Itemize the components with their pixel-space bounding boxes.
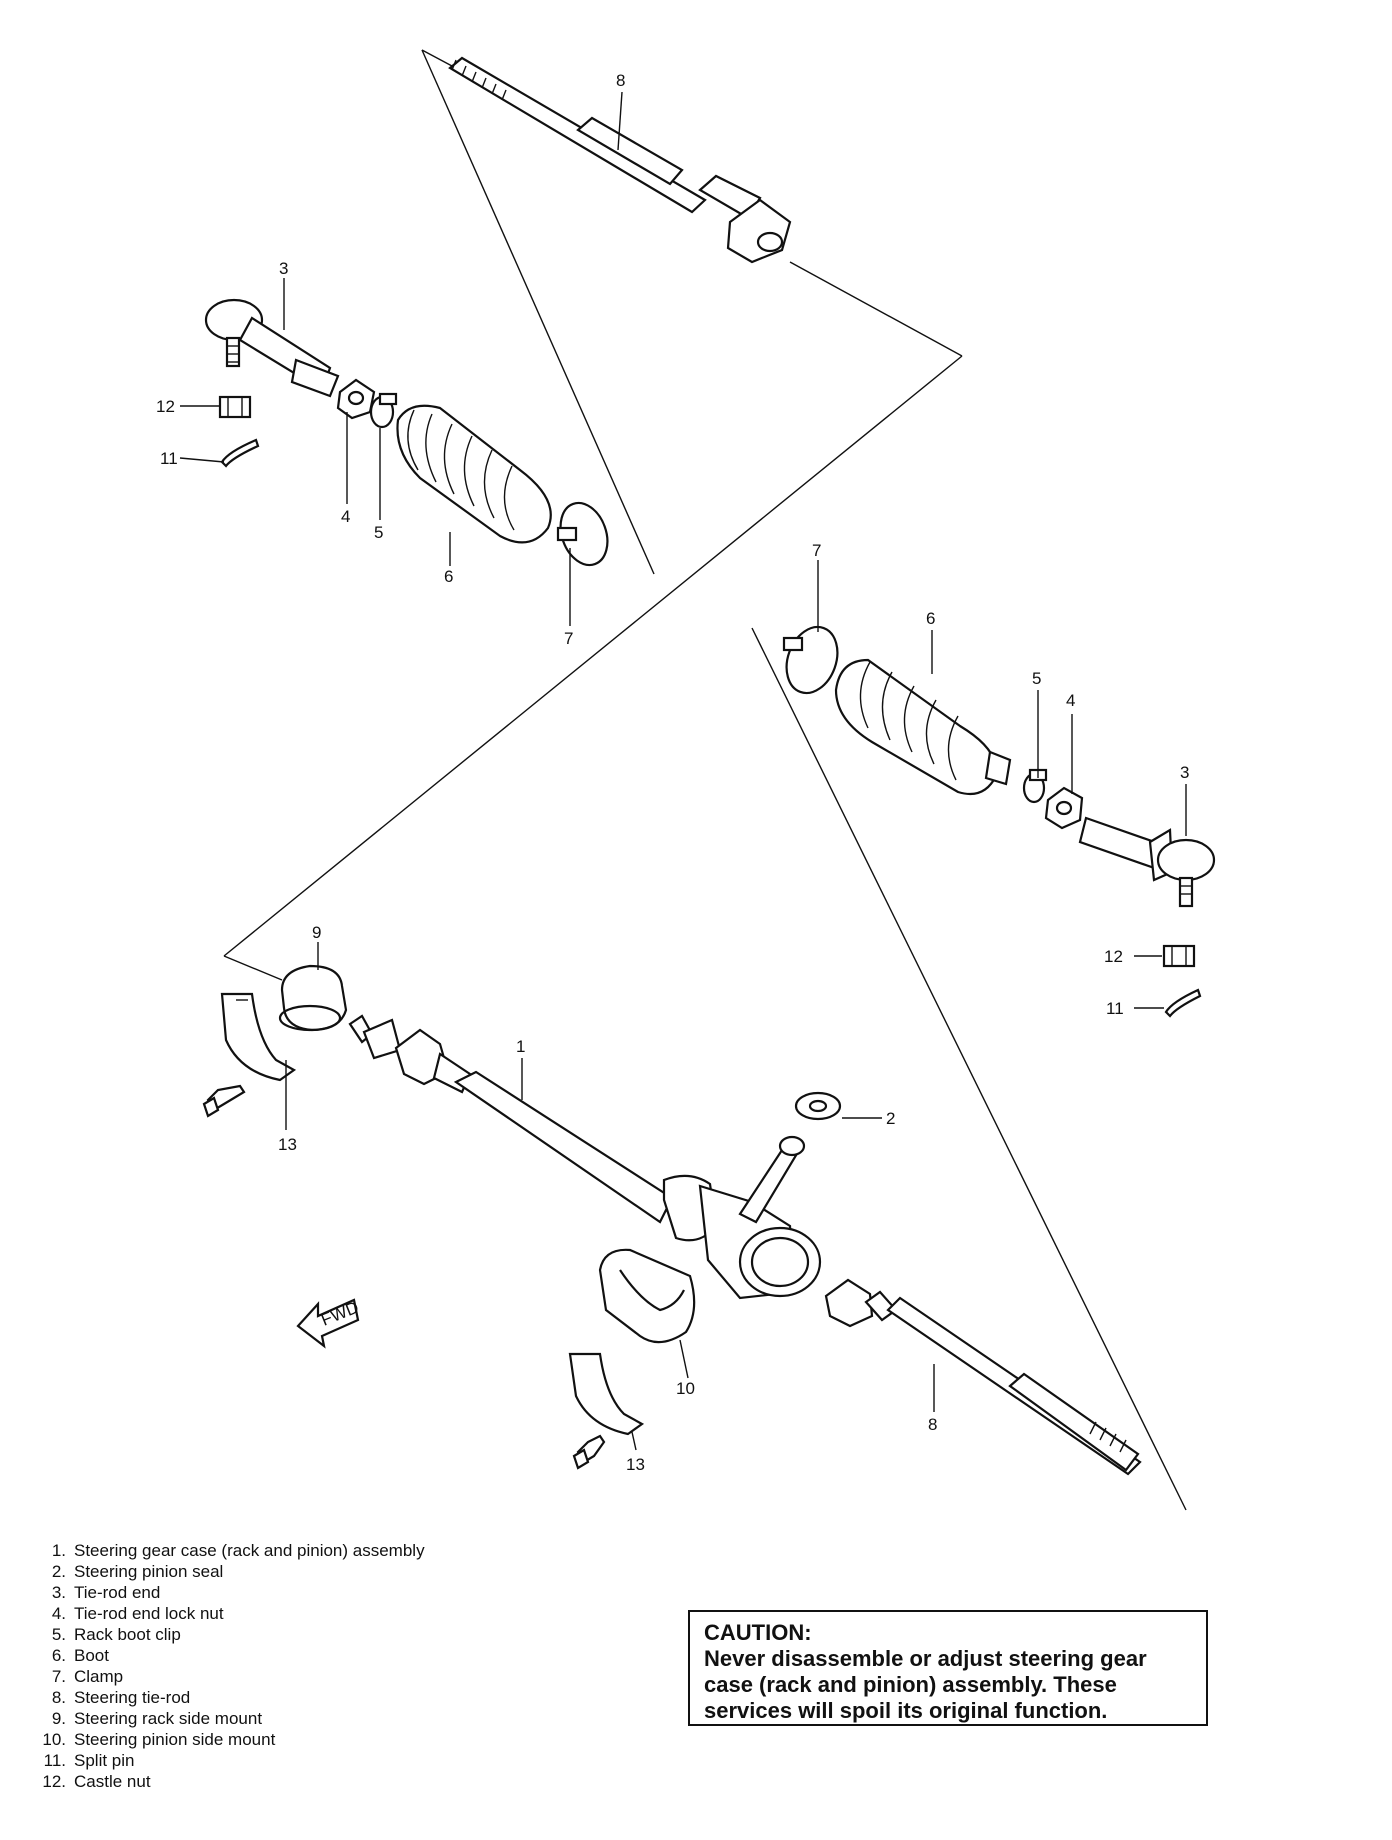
bolt-bottom <box>572 1434 606 1470</box>
rack-side-mount <box>278 964 348 1032</box>
callout-6-left: 6 <box>444 567 453 586</box>
castle-nut-left <box>218 395 252 419</box>
callout-1: 1 <box>516 1037 525 1056</box>
legend-item-text: Rack boot clip <box>74 1625 181 1644</box>
assembly-lines <box>223 49 1187 1511</box>
callout-4-right: 4 <box>1066 691 1075 710</box>
tie-rod-top <box>448 56 792 264</box>
legend-item: 3. Tie-rod end <box>22 1582 425 1603</box>
callout-7-left: 7 <box>564 629 573 648</box>
callout-6-right: 6 <box>926 609 935 628</box>
legend-item-number: 2. <box>51 1562 66 1581</box>
legend-item-number: 8. <box>51 1688 66 1707</box>
legend-item-number: 3. <box>51 1583 66 1602</box>
bolt-left <box>202 1084 246 1118</box>
callout-4-left: 4 <box>341 507 350 526</box>
legend-item-text: Boot <box>74 1646 109 1665</box>
legend-item-text: Steering gear case (rack and pinion) ass… <box>74 1541 425 1560</box>
callout-2: 2 <box>886 1109 895 1128</box>
legend-item-text: Steering rack side mount <box>74 1709 263 1728</box>
legend-item-text: Castle nut <box>74 1772 151 1791</box>
pinion-seal <box>794 1091 842 1121</box>
caution-title: CAUTION: <box>704 1620 812 1645</box>
callout-8-top: 8 <box>616 71 625 90</box>
tie-rod-end-right <box>1078 816 1216 908</box>
legend-item: 6. Boot <box>22 1645 425 1666</box>
tie-rod-bottom <box>824 1278 1142 1476</box>
legend-item-text: Split pin <box>74 1751 135 1770</box>
boot-clip-right <box>1022 768 1048 804</box>
boot-left <box>396 404 552 544</box>
clamp-left <box>556 501 609 567</box>
split-pin-left <box>220 438 260 468</box>
tie-rod-end-left <box>204 298 340 398</box>
legend-item-text: Steering pinion side mount <box>74 1730 276 1749</box>
split-pin-right <box>1164 988 1202 1018</box>
pinion-side-mount <box>598 1248 696 1344</box>
exploded-parts-diagram: FWD 8 3 12 <box>156 49 1216 1511</box>
callout-13-left: 13 <box>278 1135 297 1154</box>
caution-box: CAUTION: Never disassemble or adjust ste… <box>688 1610 1208 1726</box>
callout-3-right: 3 <box>1180 763 1189 782</box>
callout-9: 9 <box>312 923 321 942</box>
lock-nut-right <box>1044 786 1084 830</box>
callout-12-right: 12 <box>1104 947 1123 966</box>
callout-3-left: 3 <box>279 259 288 278</box>
callout-11-right: 11 <box>1106 999 1124 1018</box>
legend-item: 10. Steering pinion side mount <box>22 1729 425 1750</box>
callout-12-left: 12 <box>156 397 175 416</box>
legend-item: 2. Steering pinion seal <box>22 1561 425 1582</box>
callout-8-bottom: 8 <box>928 1415 937 1434</box>
legend-item: 1. Steering gear case (rack and pinion) a… <box>22 1540 425 1561</box>
callout-numbers: 8 3 12 11 4 5 6 7 7 6 5 4 3 12 11 9 1 2 … <box>156 71 1189 1474</box>
callout-13-bottom: 13 <box>626 1455 645 1474</box>
legend-item-text: Steering pinion seal <box>74 1562 224 1581</box>
boot-clip-left <box>369 392 398 429</box>
callout-11-left: 11 <box>160 449 178 468</box>
legend-item: 8. Steering tie-rod <box>22 1687 425 1708</box>
legend-item-number: 6. <box>51 1646 66 1665</box>
clamp-right <box>782 625 839 695</box>
fwd-direction-arrow: FWD <box>296 1298 361 1349</box>
legend-item-text: Steering tie-rod <box>74 1688 191 1707</box>
legend-item-text: Tie-rod end <box>74 1583 161 1602</box>
callout-5-right: 5 <box>1032 669 1041 688</box>
clamp-bracket-bottom <box>568 1352 645 1436</box>
legend-item: 9. Steering rack side mount <box>22 1708 425 1729</box>
callout-7-right: 7 <box>812 541 821 560</box>
legend-item: 5. Rack boot clip <box>22 1624 425 1645</box>
legend-item-number: 5. <box>51 1625 66 1644</box>
legend-item-number: 4. <box>51 1604 66 1623</box>
boot-right <box>834 658 1012 796</box>
lock-nut-left <box>336 378 376 420</box>
legend-item-number: 12. <box>42 1772 66 1791</box>
callout-5-left: 5 <box>374 523 383 542</box>
legend-item-number: 9. <box>51 1709 66 1728</box>
clamp-bracket-left <box>220 992 297 1082</box>
steering-gear-case <box>348 1014 822 1300</box>
legend-item: 4. Tie-rod end lock nut <box>22 1603 425 1624</box>
castle-nut-right <box>1162 944 1196 968</box>
legend-item-number: 1. <box>51 1541 66 1560</box>
legend-item-text: Clamp <box>74 1667 124 1686</box>
legend-item-number: 11. <box>43 1751 66 1770</box>
legend-item-number: 7. <box>51 1667 66 1686</box>
legend-item: 7. Clamp <box>22 1666 425 1687</box>
legend-item-text: Tie-rod end lock nut <box>74 1604 224 1623</box>
callout-10: 10 <box>676 1379 695 1398</box>
legend-item: 12. Castle nut <box>22 1771 425 1792</box>
parts-legend: 1. Steering gear case (rack and pinion) a… <box>22 1540 425 1792</box>
legend-item: 11. Split pin <box>22 1750 425 1771</box>
caution-body: Never disassemble or adjust steering gea… <box>704 1646 1147 1723</box>
legend-item-number: 10. <box>42 1730 66 1749</box>
leader-lines <box>179 91 1187 1451</box>
